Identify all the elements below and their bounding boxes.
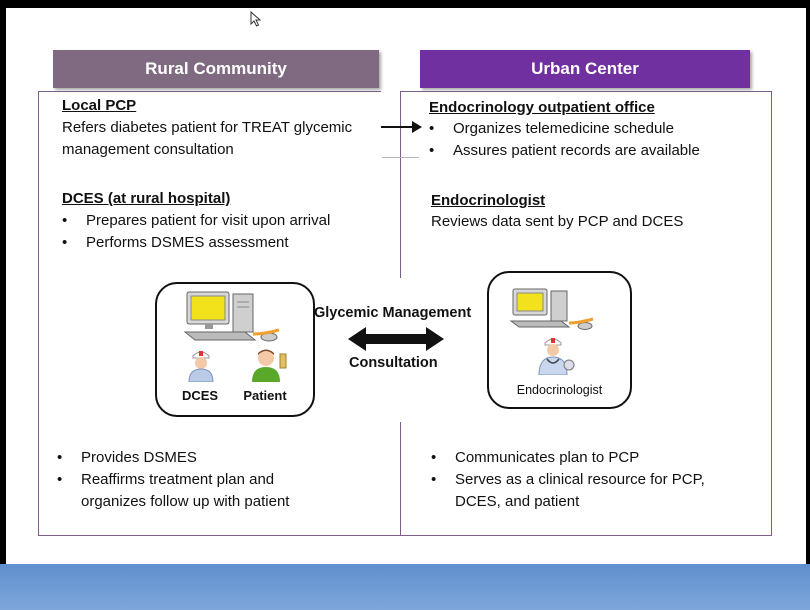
list-item: Assures patient records are available	[429, 140, 700, 162]
urban-bottom-list: Communicates plan to PCP Serves as a cli…	[431, 447, 705, 513]
rural-bottom-list: Provides DSMES Reaffirms treatment plan …	[57, 447, 289, 513]
rural-panel-border-top	[38, 91, 381, 92]
list-item-line: Reaffirms treatment plan and	[81, 471, 275, 488]
list-item-line: Serves as a clinical resource for PCP,	[455, 471, 705, 488]
urban-site-node: Endocrinologist	[487, 271, 632, 409]
list-item: Serves as a clinical resource for PCP, D…	[431, 469, 705, 513]
endocrinologist-title: Endocrinologist	[431, 192, 546, 209]
consultation-label-line1: Glycemic Management	[314, 305, 472, 321]
endocrinologist-text: Reviews data sent by PCP and DCES	[431, 213, 684, 230]
divider-tick	[382, 157, 419, 158]
list-item-line: DCES, and patient	[455, 493, 580, 510]
dces-list: Prepares patient for visit upon arrival …	[62, 210, 330, 254]
local-pcp-title: Local PCP	[62, 97, 137, 114]
patient-node-label: Patient	[243, 388, 287, 403]
center-divider-lower	[400, 422, 401, 536]
local-pcp-text-line1: Refers diabetes patient for TREAT glycem…	[62, 119, 353, 136]
list-item-line: organizes follow up with patient	[81, 493, 290, 510]
patient-icon	[252, 349, 287, 382]
rural-community-header: Rural Community	[53, 50, 379, 88]
endocrinology-office-title: Endocrinology outpatient office	[429, 99, 655, 116]
bidirectional-arrow	[348, 327, 444, 351]
referral-arrow	[381, 121, 422, 133]
urban-panel-border-bottom	[400, 535, 772, 536]
list-item: Performs DSMES assessment	[62, 232, 330, 254]
list-item: Reaffirms treatment plan and organizes f…	[57, 469, 289, 513]
rural-panel-border-bottom	[38, 535, 400, 536]
rural-panel-border-left	[38, 91, 39, 536]
urban-panel-border-right	[771, 91, 772, 536]
rural-site-node: DCES Patient	[155, 282, 315, 417]
urban-center-header: Urban Center	[420, 50, 750, 88]
computer-icon	[509, 288, 594, 330]
computer-icon	[183, 291, 280, 342]
office-list: Organizes telemedicine schedule Assures …	[429, 118, 700, 162]
urban-panel-border-top	[400, 91, 772, 92]
nurse-icon	[188, 351, 214, 382]
cursor-arrow-icon	[250, 11, 262, 27]
center-divider-upper	[400, 91, 401, 278]
endocrinologist-node-label: Endocrinologist	[516, 383, 603, 397]
local-pcp-text-line2: management consultation	[62, 141, 234, 158]
dces-node-label: DCES	[181, 388, 219, 403]
dces-title: DCES (at rural hospital)	[62, 190, 231, 207]
list-item: Communicates plan to PCP	[431, 447, 705, 469]
doctor-icon	[538, 338, 575, 375]
list-item: Prepares patient for visit upon arrival	[62, 210, 330, 232]
list-item: Organizes telemedicine schedule	[429, 118, 700, 140]
consultation-label-line2: Consultation	[349, 355, 438, 371]
footer-bar	[0, 564, 810, 610]
list-item: Provides DSMES	[57, 447, 289, 469]
